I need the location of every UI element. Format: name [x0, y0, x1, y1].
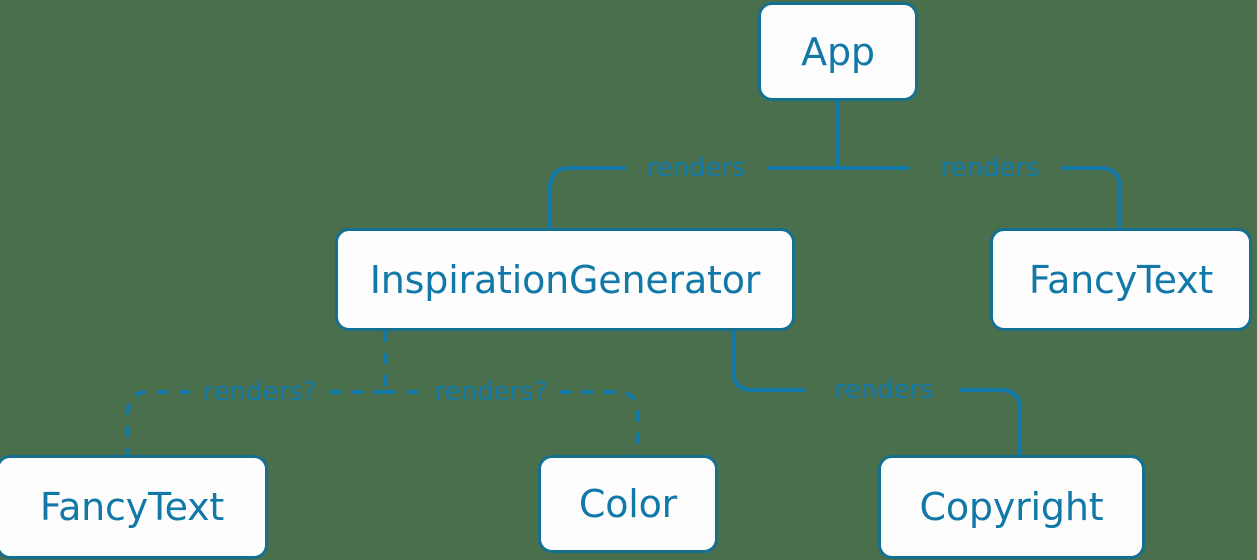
- node-color-label: Color: [578, 482, 678, 526]
- node-app[interactable]: App: [758, 2, 918, 101]
- node-fancytext-left-label: FancyText: [39, 485, 225, 529]
- edge-inspirationgenerator-to-color-right-seg: [560, 390, 639, 455]
- node-inspirationgenerator-label: InspirationGenerator: [369, 257, 761, 302]
- edge-label-inspirationgenerator-to-fancytext: renders?: [203, 377, 317, 407]
- edge-label-app-to-inspirationgenerator: renders: [646, 153, 746, 183]
- edge-label-inspirationgenerator-to-color: renders?: [434, 377, 548, 407]
- node-app-label: App: [801, 29, 875, 74]
- edge-app-to-inspirationgenerator-left-seg: [548, 166, 625, 228]
- edge-inspirationgenerator-to-fancytext-left-seg: [126, 390, 190, 458]
- edge-inspirationgenerator-to-copyright-left-seg: [731, 331, 805, 392]
- edge-inspirationgenerator-to-copyright-right-seg: [960, 388, 1022, 458]
- edge-label-app-to-fancytext: renders: [940, 153, 1040, 183]
- node-fancytext-right[interactable]: FancyText: [990, 228, 1252, 331]
- node-fancytext-right-label: FancyText: [1028, 257, 1214, 302]
- node-copyright[interactable]: Copyright: [878, 455, 1145, 559]
- node-inspirationgenerator[interactable]: InspirationGenerator: [335, 228, 795, 331]
- edge-app-to-fancytext-right-seg: [1062, 166, 1122, 228]
- edge-label-inspirationgenerator-to-copyright: renders: [834, 375, 934, 405]
- node-color[interactable]: Color: [538, 455, 718, 553]
- node-fancytext-left[interactable]: FancyText: [0, 455, 268, 559]
- node-copyright-label: Copyright: [919, 485, 1104, 529]
